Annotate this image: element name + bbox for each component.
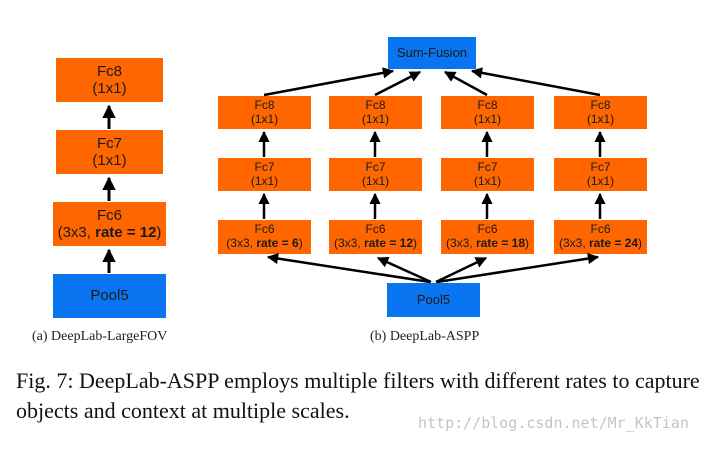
- arrow-b1-fc8-fusion: [263, 67, 395, 97]
- branch4-fc6-box: Fc6 (3x3, rate = 24): [554, 220, 647, 254]
- branch3-fc6-box: Fc6 (3x3, rate = 18): [441, 220, 534, 254]
- figure-caption: Fig. 7: DeepLab-ASPP employs multiple fi…: [16, 368, 700, 423]
- branch2-fc7-box: Fc7 (1x1): [329, 158, 422, 191]
- watermark: http://blog.csdn.net/Mr_KkTian: [418, 414, 689, 432]
- branch3-fc8-box: Fc8 (1x1): [441, 96, 534, 129]
- right-subcaption: (b) DeepLab-ASPP: [370, 329, 480, 344]
- right-pool5-box: Pool5: [387, 283, 480, 317]
- arrow-b3-fc8-fusion: [444, 70, 488, 97]
- branch1-fc7-box: Fc7 (1x1): [218, 158, 311, 191]
- left-fc7-title: Fc7: [96, 134, 122, 152]
- branch1-fc6-box: Fc6 (3x3, rate = 6): [218, 220, 311, 254]
- arrow-pool-b1: [266, 252, 431, 284]
- right-pool5-label: Pool5: [416, 291, 451, 307]
- left-fc6-box: Fc6 (3x3, rate = 12): [53, 202, 166, 246]
- left-pool5-label: Pool5: [90, 287, 129, 305]
- sum-fusion-label: Sum-Fusion: [396, 44, 468, 60]
- branch1-fc8-box: Fc8 (1x1): [218, 96, 311, 129]
- arrow-b2-fc8-fusion: [374, 70, 422, 97]
- left-subcaption: (a) DeepLab-LargeFOV: [32, 329, 168, 344]
- branch4-fc7-box: Fc7 (1x1): [554, 158, 647, 191]
- left-pool5-box: Pool5: [53, 274, 166, 318]
- branch4-fc8-box: Fc8 (1x1): [554, 96, 647, 129]
- arrow-pool-b4: [436, 252, 600, 284]
- left-fc8-box: Fc8 (1x1): [56, 58, 163, 102]
- left-fc7-box: Fc7 (1x1): [56, 130, 163, 174]
- left-fc8-title: Fc8: [96, 62, 122, 80]
- left-fc6-title: Fc6: [96, 206, 122, 224]
- left-fc6-kernel: (3x3, rate = 12): [57, 224, 162, 241]
- branch2-fc6-box: Fc6 (3x3, rate = 12): [329, 220, 422, 254]
- left-fc7-kernel: (1x1): [92, 152, 127, 169]
- left-fc8-kernel: (1x1): [92, 80, 127, 97]
- branch3-fc7-box: Fc7 (1x1): [441, 158, 534, 191]
- arrow-pool-b3: [435, 256, 488, 284]
- arrow-pool-b2: [376, 256, 432, 284]
- arrow-b4-fc8-fusion: [470, 67, 601, 97]
- sum-fusion-box: Sum-Fusion: [388, 37, 476, 69]
- branch2-fc8-box: Fc8 (1x1): [329, 96, 422, 129]
